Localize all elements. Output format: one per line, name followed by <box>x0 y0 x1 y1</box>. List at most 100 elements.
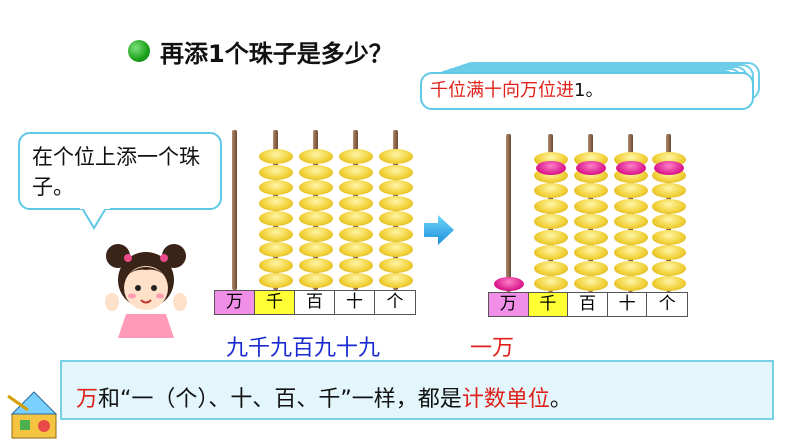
bead-bai <box>298 257 333 273</box>
bead-qian <box>533 260 568 276</box>
bead-shi <box>613 245 648 260</box>
bead-ge <box>651 229 686 245</box>
bead-ge <box>378 164 413 180</box>
summary-box <box>60 360 774 420</box>
bead-qian <box>258 180 293 195</box>
top-bubble-black: 1。 <box>574 80 604 101</box>
bead-shi <box>613 229 648 245</box>
bead-shi <box>613 276 648 291</box>
bead-bai <box>298 226 333 242</box>
bead-ge <box>651 183 686 198</box>
bead-qian <box>258 195 293 211</box>
bead-ge <box>378 257 413 273</box>
bead-ge <box>378 211 413 226</box>
bead-bai <box>573 276 608 291</box>
bead-bai <box>298 180 333 195</box>
label-wan: 万 <box>215 291 255 314</box>
bead-top-qian <box>535 161 566 175</box>
bead-bai <box>573 229 608 245</box>
caption-left: 九千九百九十九 <box>226 336 381 361</box>
abacus-left-labels: 万 千 百 十 个 <box>214 290 416 315</box>
label-qian: 千 <box>255 291 295 314</box>
arrow-right-icon <box>424 215 454 245</box>
bead-qian <box>258 257 293 273</box>
label-bai: 百 <box>295 291 335 314</box>
bead-shi <box>613 198 648 214</box>
label-bai: 百 <box>568 293 608 316</box>
bead-shi <box>338 242 373 257</box>
bead-qian <box>533 198 568 214</box>
bead-ge <box>378 180 413 195</box>
bead-bai <box>298 211 333 226</box>
bead-bai <box>298 149 333 164</box>
bead-bai <box>573 214 608 229</box>
bead-qian <box>258 149 293 164</box>
label-qian: 千 <box>528 293 569 316</box>
label-shi: 十 <box>608 293 648 316</box>
bead-qian <box>258 242 293 257</box>
bead-qian <box>533 276 568 291</box>
bead-wan <box>493 277 524 291</box>
bead-top-bai <box>575 161 606 175</box>
bead-ge <box>651 198 686 214</box>
bead-qian <box>533 183 568 198</box>
bead-shi <box>338 273 373 288</box>
bead-shi <box>338 149 373 164</box>
bead-shi <box>338 180 373 195</box>
bead-qian <box>258 164 293 180</box>
bead-shi <box>613 183 648 198</box>
summary-text-4: 。 <box>549 387 572 412</box>
summary-text: 万和“一（个）、十、百、千”一样，都是计数单位。 <box>76 381 572 413</box>
speech-bubble-text: 在个位上添一个珠子。 <box>32 145 200 199</box>
speech-bubble-left: 在个位上添一个珠子。 <box>18 132 222 210</box>
bead-qian <box>258 273 293 288</box>
bead-bai <box>573 245 608 260</box>
bead-ge <box>651 260 686 276</box>
girl-illustration <box>105 244 187 338</box>
bead-ge <box>651 214 686 229</box>
bead-ge <box>378 195 413 211</box>
abacus-right-labels: 万 千 百 十 个 <box>488 292 688 317</box>
abacus-rod-wan <box>506 134 511 292</box>
bead-bai <box>298 195 333 211</box>
bead-bai <box>573 260 608 276</box>
bead-bai <box>573 183 608 198</box>
caption-right: 一万 <box>470 336 515 361</box>
bead-qian <box>533 245 568 260</box>
summary-red-1: 万 <box>76 387 99 412</box>
bead-bai <box>298 164 333 180</box>
bead-ge <box>651 245 686 260</box>
bead-ge <box>378 226 413 242</box>
bead-top-ge <box>653 161 684 175</box>
green-dot-icon <box>128 40 150 62</box>
bead-bai <box>298 242 333 257</box>
summary-red-3: 计数单位 <box>461 387 550 412</box>
bead-qian <box>533 229 568 245</box>
bead-ge <box>378 242 413 257</box>
bead-top-shi <box>615 161 646 175</box>
bead-qian <box>533 214 568 229</box>
bead-bai <box>298 273 333 288</box>
bubble-tail-icon <box>80 206 110 230</box>
stationery-icon <box>7 391 58 439</box>
bead-qian <box>258 211 293 226</box>
bead-shi <box>338 164 373 180</box>
bead-shi <box>338 211 373 226</box>
bead-shi <box>613 214 648 229</box>
abacus-rod-wan <box>232 130 237 290</box>
bead-shi <box>338 226 373 242</box>
bead-shi <box>338 257 373 273</box>
top-bubble-red: 千位满十向万位进 <box>430 80 574 101</box>
bead-shi <box>338 195 373 211</box>
page-title: 再添1个珠子是多少？ <box>160 40 393 68</box>
bead-ge <box>651 276 686 291</box>
bead-bai <box>573 198 608 214</box>
summary-text-2: 和“一（个）、十、百、千”一样，都是 <box>98 387 462 412</box>
bead-shi <box>613 260 648 276</box>
bead-ge <box>378 273 413 288</box>
speech-bubble-top: 千位满十向万位进1。 <box>420 72 754 110</box>
label-wan: 万 <box>489 293 529 316</box>
bead-qian <box>258 226 293 242</box>
label-ge: 个 <box>658 294 676 314</box>
label-shi: 十 <box>335 291 375 314</box>
